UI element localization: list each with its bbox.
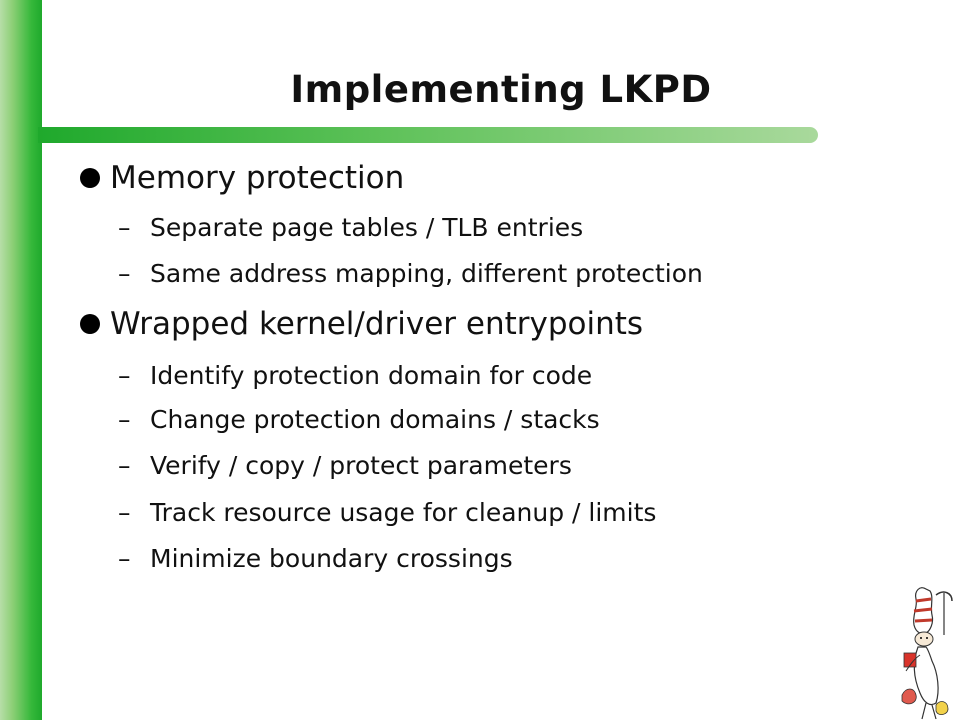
bullet-dot-icon	[80, 314, 100, 334]
bullet-text: Wrapped kernel/driver entrypoints	[110, 306, 644, 342]
sub-bullet: – Change protection domains / stacks	[118, 405, 600, 434]
bullet-text: Memory protection	[110, 160, 405, 196]
sub-bullet: – Verify / copy / protect parameters	[118, 451, 572, 480]
left-accent-bar	[0, 0, 42, 720]
cartoon-character-icon	[901, 587, 953, 720]
sub-bullet: – Track resource usage for cleanup / lim…	[118, 498, 656, 527]
bullet-memory-protection: Memory protection	[80, 160, 404, 196]
sub-bullet: – Same address mapping, different protec…	[118, 259, 703, 288]
slide-title: Implementing LKPD	[290, 68, 712, 111]
sub-bullet: – Identify protection domain for code	[118, 361, 592, 390]
sub-bullet: – Minimize boundary crossings	[118, 544, 513, 573]
bullet-dot-icon	[80, 168, 100, 188]
sub-bullet-text: Separate page tables / TLB entries	[150, 213, 584, 242]
sub-bullet-text: Verify / copy / protect parameters	[150, 451, 572, 480]
dash-marker: –	[118, 405, 131, 434]
sub-bullet-text: Same address mapping, different protecti…	[150, 259, 703, 288]
bullet-wrapped-entrypoints: Wrapped kernel/driver entrypoints	[80, 306, 643, 342]
dash-marker: –	[118, 451, 131, 480]
sub-bullet-text: Identify protection domain for code	[150, 361, 593, 390]
dash-marker: –	[118, 361, 131, 390]
dash-marker: –	[118, 544, 131, 573]
dash-marker: –	[118, 259, 131, 288]
sub-bullet-text: Minimize boundary crossings	[150, 544, 513, 573]
title-underline-bar	[38, 127, 818, 143]
dash-marker: –	[118, 498, 131, 527]
dash-marker: –	[118, 213, 131, 242]
sub-bullet-text: Track resource usage for cleanup / limit…	[150, 498, 657, 527]
sub-bullet-text: Change protection domains / stacks	[150, 405, 600, 434]
sub-bullet: – Separate page tables / TLB entries	[118, 213, 583, 242]
